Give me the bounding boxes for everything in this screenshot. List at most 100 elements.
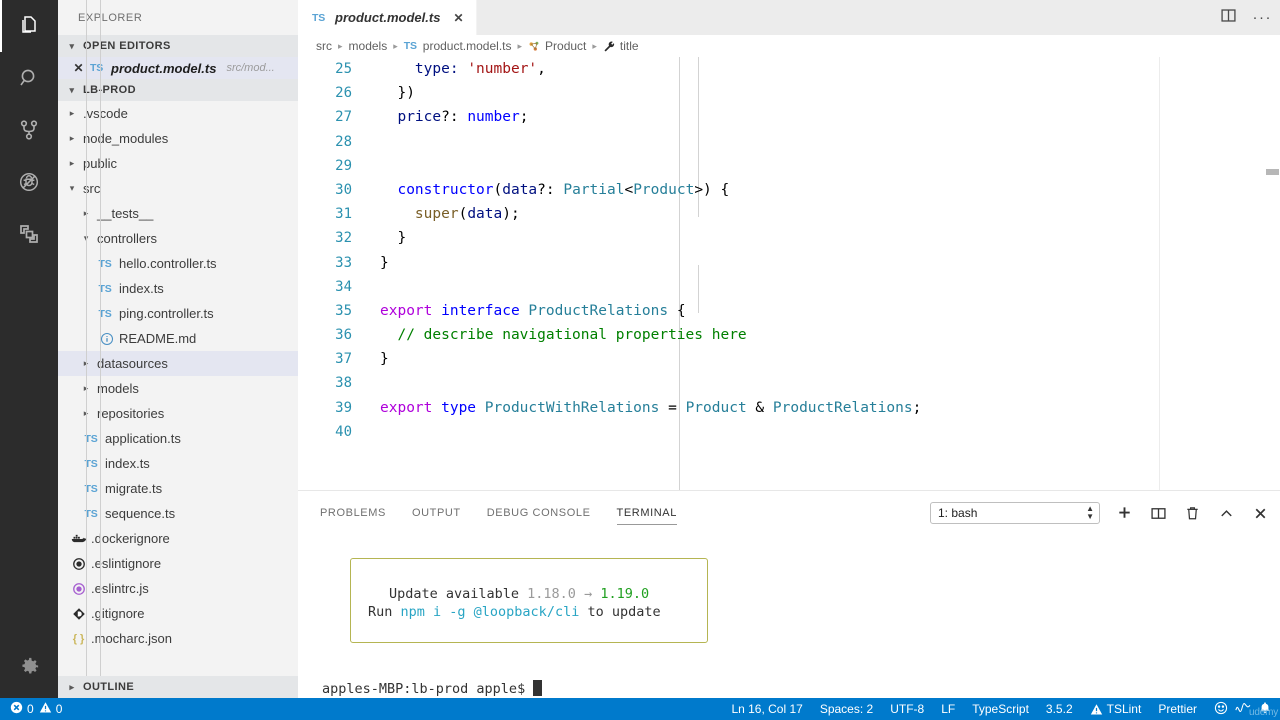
tree-item-eslintrc-js[interactable]: .eslintrc.js [58,576,298,601]
tree-item-index-ts[interactable]: TS index.ts [58,0,298,698]
tree-item-vscode[interactable]: .vscode [58,101,298,126]
tree-item-eslintignore[interactable]: .eslintignore [58,551,298,576]
code-line: 38 [298,371,1280,395]
breadcrumb-label: models [348,39,388,53]
breadcrumb-item-models[interactable]: models [349,39,388,53]
status-warnings[interactable]: 0 [39,701,62,717]
line-number: 29 [335,157,352,174]
status-prettier[interactable]: Prettier [1158,702,1197,716]
close-panel-button[interactable] [1250,502,1270,524]
tree-item-dockerignore[interactable]: .dockerignore [58,526,298,551]
new-terminal-button[interactable] [1114,502,1134,524]
status-eol[interactable]: LF [941,702,955,716]
tree-item-label: index.ts [119,281,164,296]
code-line: 28 [298,130,1280,154]
status-errors[interactable]: 0 [10,701,34,717]
outline-label: OUTLINE [83,681,135,693]
breadcrumb-item-src[interactable]: src [316,39,332,53]
code-token: interface [441,302,529,319]
tree-item-models[interactable]: models [58,0,298,698]
update-available-line: Update available 1.18.0 → 1.19.0 [389,586,649,602]
ellipsis-icon[interactable]: ··· [1252,8,1272,26]
warning-icon [1090,703,1102,715]
kill-terminal-button[interactable] [1182,502,1202,524]
code-line: 32 } [298,226,1280,250]
ts-file-icon: TS [98,307,112,320]
status-indentation[interactable]: Spaces: 2 [820,702,873,716]
tree-item-repositories[interactable]: repositories [58,0,298,698]
split-editor-icon[interactable] [1220,7,1237,29]
panel-tab-debug-console[interactable]: DEBUG CONSOLE [487,491,591,535]
file-icon [70,557,87,571]
panel-tab-label: DEBUG CONSOLE [486,507,591,519]
version-arrow: → [575,586,601,602]
panel-tab-terminal[interactable]: TERMINAL [616,491,678,535]
workspace-header[interactable]: LB-PROD [58,79,298,101]
breadcrumb-separator: ▸ [338,40,343,51]
open-editors-label: OPEN EDITORS [83,40,171,52]
terminal-select[interactable]: 1: bash [930,502,1100,524]
editor-scrollbar[interactable] [1266,169,1279,175]
activity-extensions[interactable] [0,208,58,260]
chevron-right-icon [66,683,78,692]
terminal-prompt-line[interactable]: apples-MBP:lb-prod apple$ [322,680,543,697]
activity-settings[interactable] [0,640,58,692]
status-encoding[interactable]: UTF-8 [890,702,924,716]
feedback-smiley-icon[interactable] [1214,701,1228,718]
activity-search[interactable] [0,52,58,104]
panel-tab-output[interactable]: OUTPUT [412,491,461,535]
tab-product-model[interactable]: TS product.model.ts ✕ [298,0,477,35]
tree-item-mocharc-json[interactable]: { }.mocharc.json [58,626,298,651]
tree-item-controllers[interactable]: controllers [58,0,298,698]
line-number: 33 [335,254,352,271]
tree-item-public[interactable]: public [58,151,298,176]
outline-section-header[interactable]: OUTLINE [58,676,298,698]
tab-close-icon[interactable]: ✕ [453,10,464,25]
terminal-output[interactable]: Update available 1.18.0 → 1.19.0 Run npm… [298,535,1280,698]
activity-run-and-debug[interactable] [0,156,58,208]
tree-item-readme-md[interactable]: README.md [58,0,298,698]
code-line: 29 [298,154,1280,178]
ts-file-icon: TS [312,11,326,24]
workspace-label: LB-PROD [83,84,136,96]
tree-item-gitignore[interactable]: .gitignore [58,601,298,626]
activity-explorer[interactable] [0,0,58,52]
breadcrumb-label: Product [545,39,587,53]
status-language-mode[interactable]: TypeScript [972,702,1029,716]
code-token: ; [519,109,529,126]
tree-item-index-ts[interactable]: TS index.ts [58,0,298,698]
status-typescript-version[interactable]: 3.5.2 [1046,702,1073,716]
code-text: export type ProductWithRelations = Produ… [380,396,921,420]
breadcrumb-item-product[interactable]: Product [528,39,586,53]
open-editors-header[interactable]: OPEN EDITORS [58,35,298,57]
update-command: npm i -g @loopback/cli [400,604,580,620]
panel-tab-problems[interactable]: PROBLEMS [320,491,386,535]
tree-item-datasources[interactable]: datasources [58,0,298,698]
tree-item-node-modules[interactable]: node_modules [58,126,298,151]
activity-squiggle-icon[interactable] [1235,701,1251,717]
activity-source-control[interactable] [0,104,58,156]
open-editor-item[interactable]: ✕ TS product.model.ts src/mod... [58,57,298,79]
tree-item-src[interactable]: src [58,176,298,201]
notifications-bell-icon[interactable] [1258,701,1272,718]
split-terminal-button[interactable] [1148,502,1168,524]
maximize-panel-button[interactable] [1216,502,1236,524]
code-token [380,182,397,198]
breadcrumb-separator: ▸ [393,40,398,51]
breadcrumb-item-title[interactable]: title [603,39,639,53]
status-cursor-position[interactable]: Ln 16, Col 17 [731,702,802,716]
status-label: UTF-8 [890,702,925,716]
code-editor[interactable]: 25 type: 'number',26 })27 price?: number… [298,57,1280,490]
code-token: } [380,230,407,247]
tree-item-tests[interactable]: __tests__ [58,0,298,698]
breadcrumb-label: product.model.ts [422,39,512,53]
status-tslint[interactable]: TSLint [1090,702,1141,716]
close-icon[interactable]: ✕ [73,61,84,75]
